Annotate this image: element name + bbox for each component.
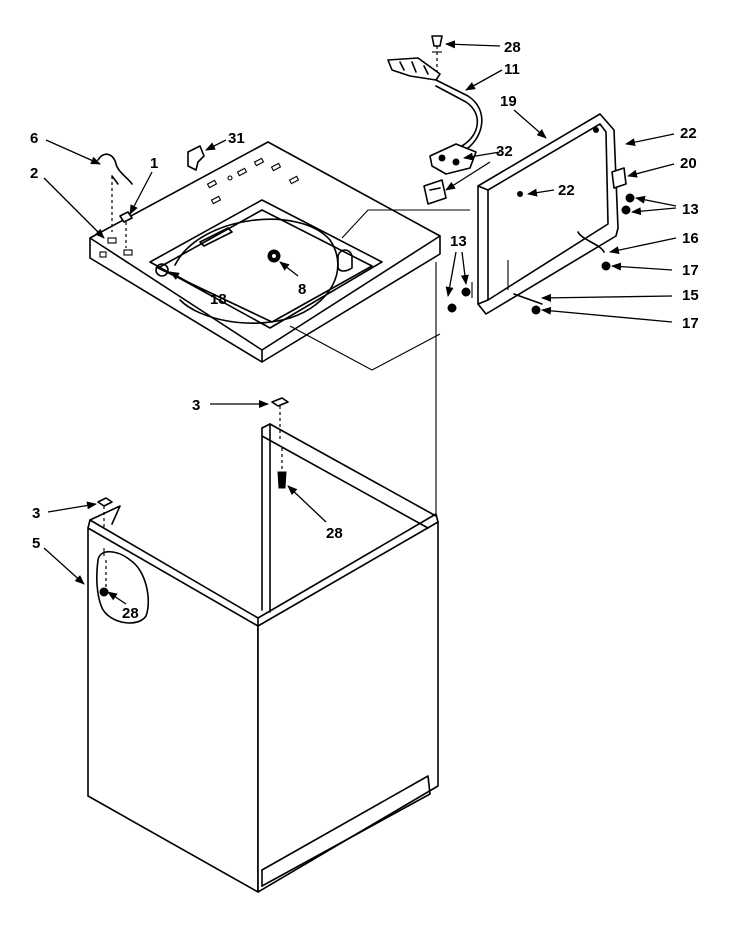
callout-28-top: 28 — [504, 39, 521, 56]
callout-22-top: 22 — [680, 125, 697, 142]
callout-3-left: 3 — [32, 505, 40, 522]
callout-6: 6 — [30, 130, 38, 147]
callout-22-mid: 22 — [558, 182, 575, 199]
callout-2: 2 — [30, 165, 38, 182]
callout-11: 11 — [504, 61, 520, 78]
callout-15: 15 — [682, 287, 699, 304]
cabinet — [87, 262, 439, 893]
top-panel — [89, 141, 441, 363]
top-small-parts — [97, 145, 205, 248]
callout-8: 8 — [298, 281, 306, 298]
callout-5: 5 — [32, 535, 40, 552]
callout-28-left: 28 — [122, 605, 139, 622]
callout-20: 20 — [680, 155, 697, 172]
callout-28-mid: 28 — [326, 525, 343, 542]
callout-32: 32 — [496, 143, 513, 160]
callout-31: 31 — [228, 130, 245, 147]
callout-arrows — [43, 40, 677, 605]
callout-labels: 28 11 19 22 32 20 22 13 13 16 17 15 17 6… — [30, 39, 699, 622]
callout-19: 19 — [500, 93, 517, 110]
callout-17-top: 17 — [682, 262, 699, 279]
callout-13-left: 13 — [450, 233, 467, 250]
callout-1: 1 — [150, 155, 158, 172]
callout-13-right: 13 — [682, 201, 699, 218]
lid-assembly — [447, 113, 635, 315]
callout-17-bottom: 17 — [682, 315, 699, 332]
callout-18: 18 — [210, 291, 227, 308]
lid-switch-assembly — [387, 35, 483, 205]
callout-3-top: 3 — [192, 397, 200, 414]
callout-16: 16 — [682, 230, 699, 247]
